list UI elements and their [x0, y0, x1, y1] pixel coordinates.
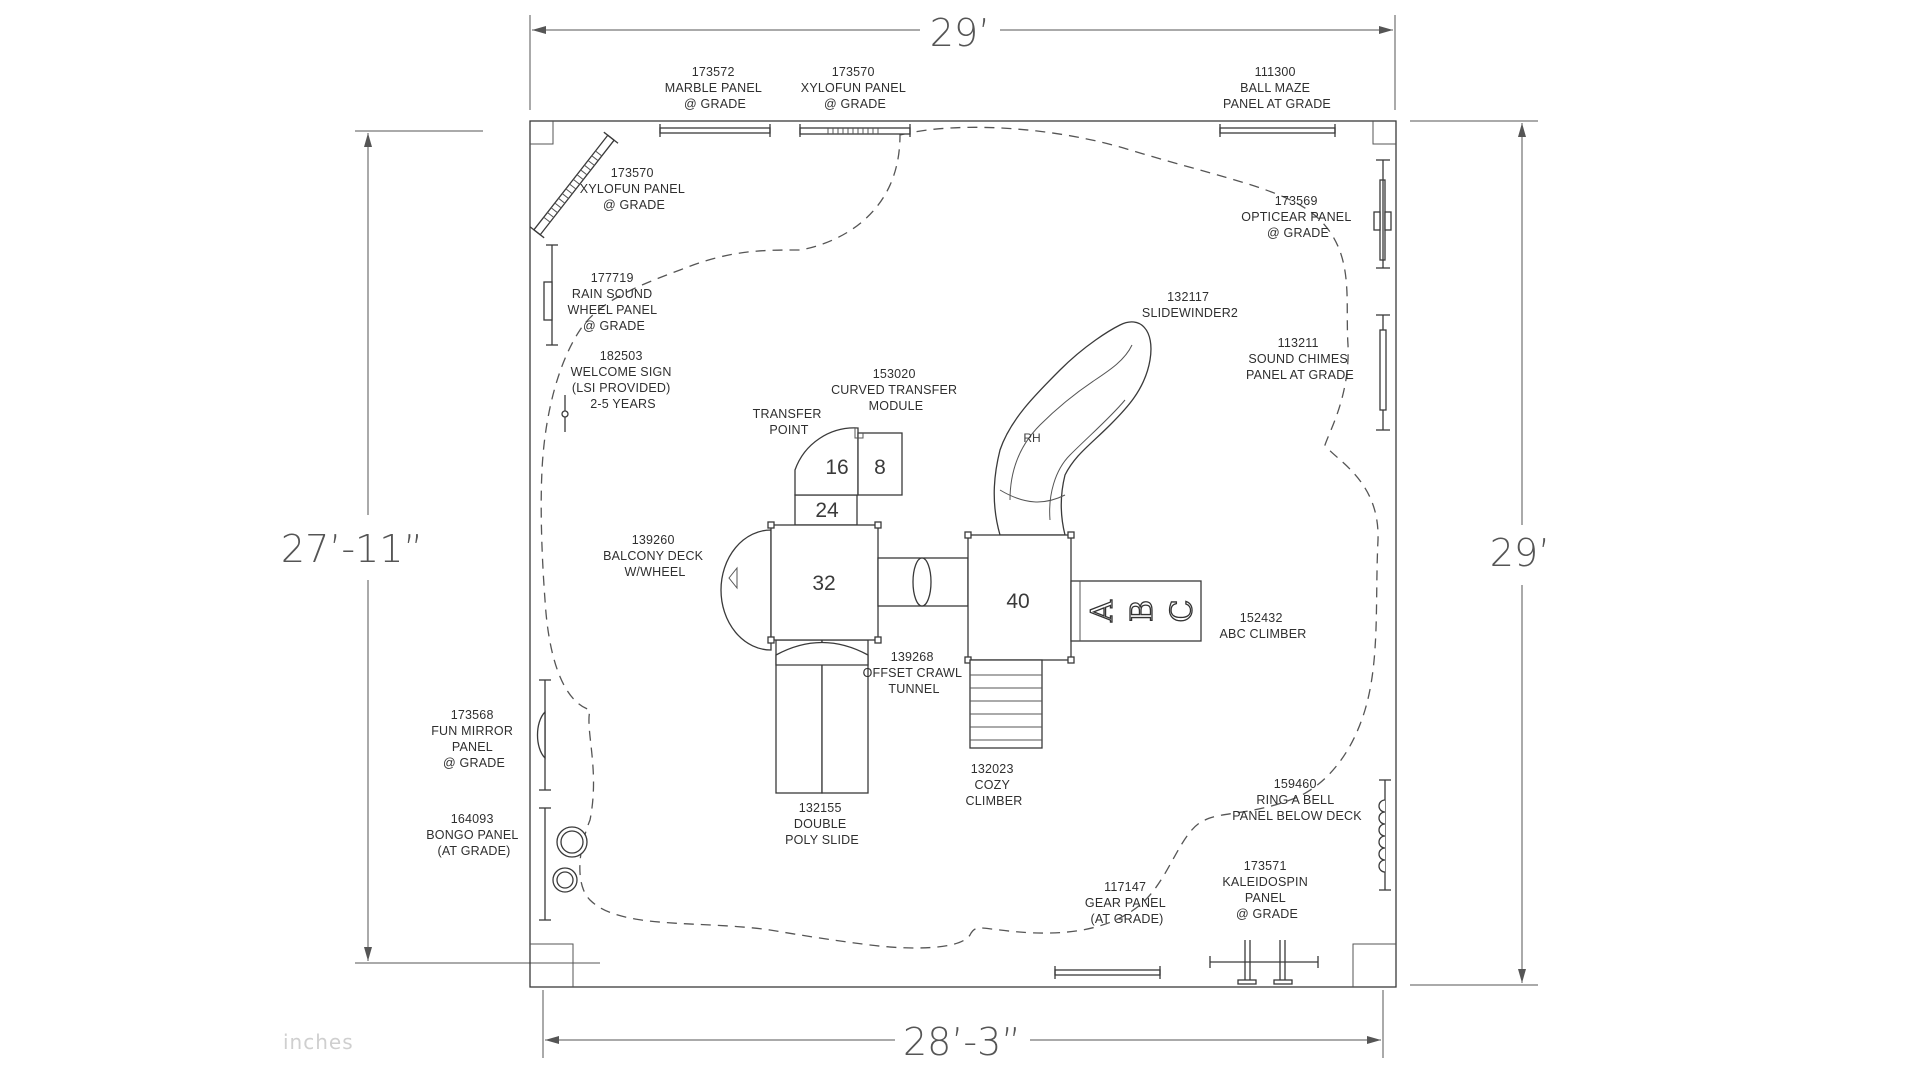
label-abc-climber: 152432 ABC CLIMBER	[1220, 611, 1307, 641]
deck-24-label: 24	[815, 499, 839, 522]
deck-32-label: 32	[812, 572, 835, 595]
label-welcome-sign: 182503 WELCOME SIGN (LSI PROVIDED) 2-5 Y…	[571, 349, 676, 411]
dimension-bottom: 28’-3”	[542, 990, 1384, 1064]
sound-chimes-panel	[1376, 314, 1390, 431]
gear-panel	[1054, 966, 1161, 979]
label-gear-panel: 117147 GEAR PANEL (AT GRADE)	[1085, 880, 1169, 926]
slidewinder-slide: RH	[993, 321, 1152, 536]
rain-sound-wheel-panel	[543, 244, 558, 346]
label-kaleidospin: 173571 KALEIDOSPIN PANEL @ GRADE	[1222, 859, 1311, 921]
offset-crawl-tunnel	[877, 557, 969, 607]
label-opticear: 173569 OPTICEAR PANEL @ GRADE	[1241, 194, 1354, 240]
dimension-top: 29’	[529, 11, 1396, 110]
site-boundary	[529, 120, 1397, 988]
label-xylofun-left: 173570 XYLOFUN PANEL @ GRADE	[580, 166, 688, 212]
deck-40-label: 40	[1006, 590, 1029, 613]
slide-hand-label: RH	[1023, 431, 1040, 445]
label-curved-transfer: 153020 CURVED TRANSFER MODULE	[831, 367, 961, 413]
label-marble-panel: 173572 MARBLE PANEL @ GRADE	[665, 65, 766, 111]
deck-16-label: 16	[825, 456, 848, 479]
label-ball-maze: 111300 BALL MAZE PANEL AT GRADE	[1223, 65, 1331, 111]
unit-note: inches	[283, 1030, 354, 1054]
dimension-left-label: 27’-11”	[281, 527, 423, 571]
abc-letter-a: A	[1085, 600, 1120, 623]
label-sound-chimes: 113211 SOUND CHIMES PANEL AT GRADE	[1246, 336, 1354, 382]
label-bongo-panel: 164093 BONGO PANEL (AT GRADE)	[426, 812, 522, 858]
dimension-right-label: 29’	[1490, 531, 1550, 575]
ball-maze-panel	[1219, 124, 1336, 137]
deck-8-label: 8	[874, 456, 886, 479]
xylofun-panel-top	[799, 124, 911, 137]
bongo-panel	[539, 807, 588, 921]
dimension-bottom-label: 28’-3”	[903, 1020, 1021, 1064]
deck-32: 32	[767, 521, 882, 644]
dimension-right: 29’	[1410, 120, 1550, 986]
label-fun-mirror: 173568 FUN MIRROR PANEL @ GRADE	[431, 708, 517, 770]
label-rain-sound: 177719 RAIN SOUND WHEEL PANEL @ GRADE	[568, 271, 661, 333]
opticear-panel	[1373, 159, 1392, 269]
welcome-sign	[561, 395, 569, 432]
label-transfer-point: TRANSFER POINT	[753, 407, 826, 437]
marble-panel	[659, 124, 771, 137]
curved-transfer-module: 16 8	[794, 427, 903, 496]
xylofun-panel-left	[529, 131, 619, 239]
label-double-slide: 132155 DOUBLE POLY SLIDE	[785, 801, 859, 847]
abc-letter-c: C	[1165, 600, 1200, 623]
balcony-deck	[720, 529, 772, 651]
abc-climber: A B C	[1070, 580, 1202, 642]
kaleidospin-panel	[1209, 940, 1319, 985]
label-slidewinder: 132117 SLIDEWINDER2	[1142, 290, 1238, 320]
ring-a-bell-panel	[1378, 779, 1391, 891]
deck-24: 24	[794, 494, 858, 526]
deck-40: 40	[964, 531, 1075, 664]
label-crawl-tunnel: 139268 OFFSET CRAWL TUNNEL	[863, 650, 966, 696]
dimension-left: 27’-11”	[281, 130, 600, 964]
fun-mirror-panel	[536, 679, 551, 791]
abc-letter-b: B	[1125, 600, 1160, 622]
label-balcony-deck: 139260 BALCONY DECK W/WHEEL	[603, 533, 707, 579]
use-zone-outline	[540, 126, 1379, 949]
cozy-climber	[969, 659, 1043, 749]
dimension-top-label: 29’	[930, 11, 990, 55]
label-cozy-climber: 132023 COZY CLIMBER	[966, 762, 1023, 808]
label-xylofun-top: 173570 XYLOFUN PANEL @ GRADE	[801, 65, 909, 111]
label-ring-a-bell: 159460 RING A BELL PANEL BELOW DECK	[1232, 777, 1362, 823]
double-poly-slide	[775, 639, 869, 794]
